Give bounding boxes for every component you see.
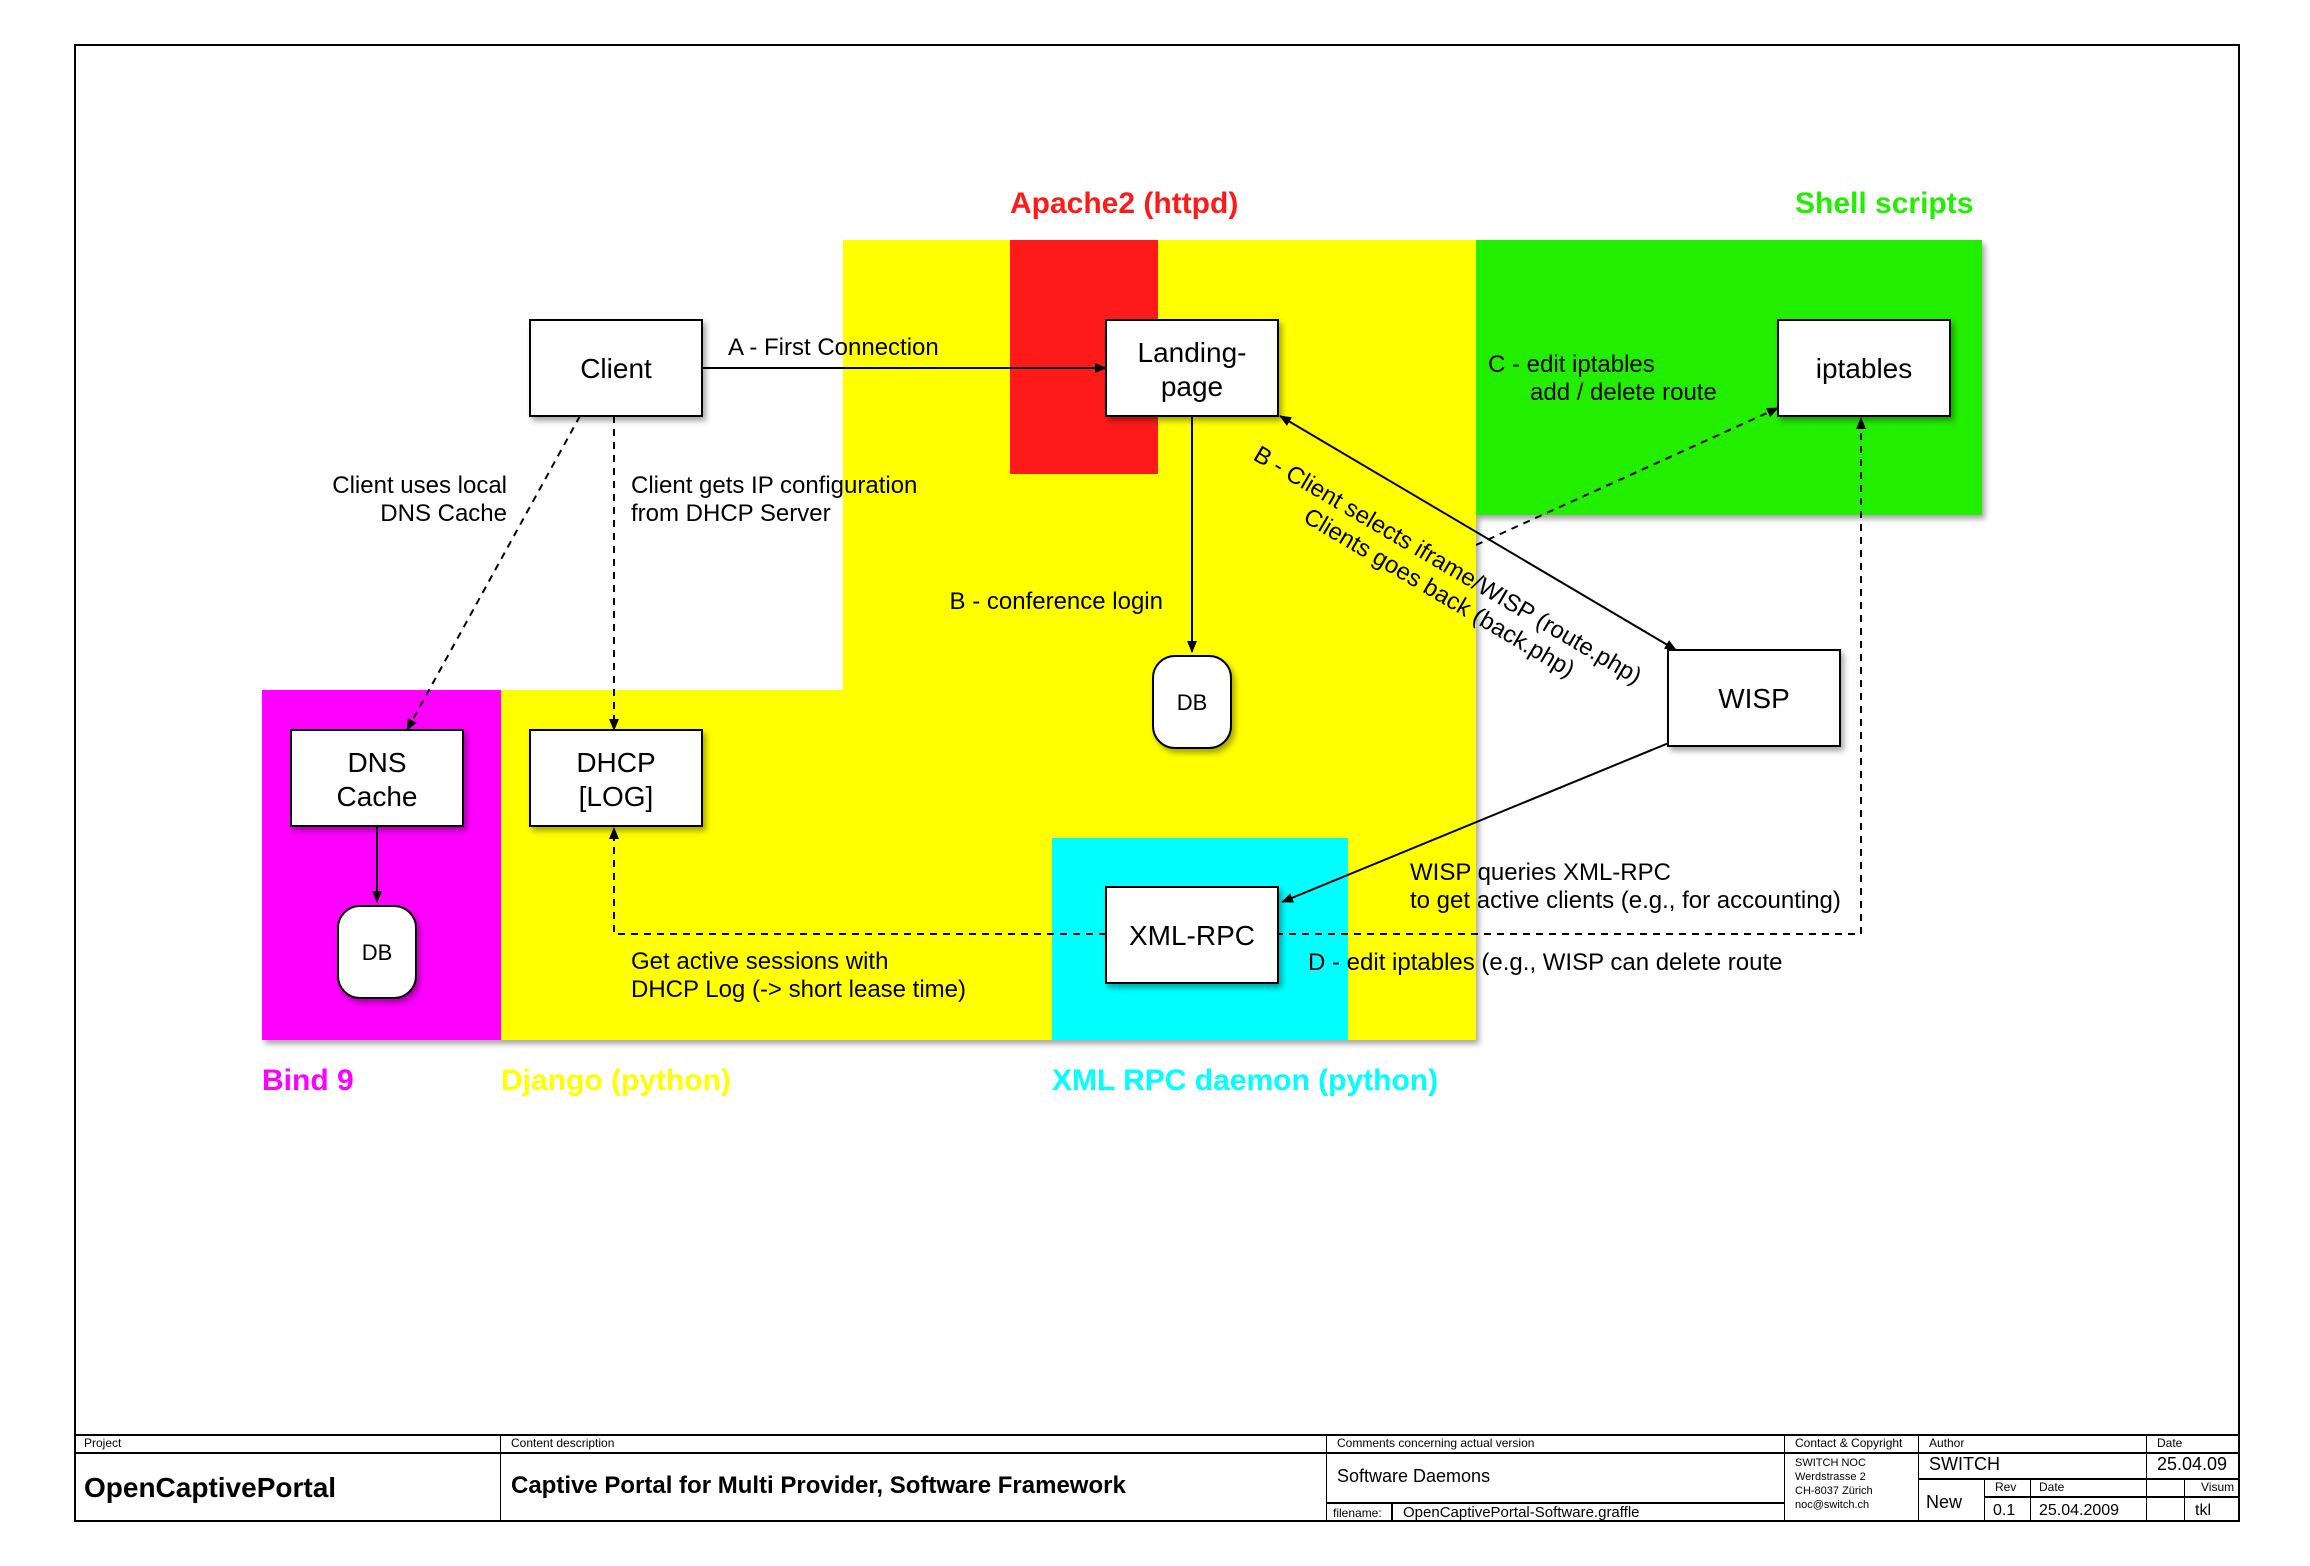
dns-cache-node [290, 729, 464, 827]
dhcp-label-2: [LOG] [579, 781, 654, 812]
rev-date-cell: Date 25.04.2009 [2030, 1478, 2184, 1522]
client-label: Client [580, 353, 652, 384]
contact-email: noc@switch.ch [1795, 1499, 1870, 1511]
dhcp-config-label-2: from DHCP Server [631, 500, 831, 527]
status-cell: New [1918, 1478, 1984, 1522]
first-connection-label: A - First Connection [728, 334, 939, 361]
rev-caption: Rev [1995, 1480, 2017, 1494]
bind-group-label: Bind 9 [262, 1064, 354, 1097]
rev-date-value: 25.04.2009 [2039, 1502, 2120, 1519]
rev-date-caption: Date [2039, 1480, 2065, 1494]
db-apache-label: DB [1177, 690, 1208, 715]
visum-caption: Visum [2201, 1480, 2235, 1494]
dns-label-1: DNS [347, 747, 406, 778]
edge-xmlrpc-dhcp [609, 827, 1106, 935]
contact-street: Werdstrasse 2 [1795, 1471, 1866, 1483]
xml-rpc-label: XML-RPC [1129, 920, 1255, 951]
dhcp-config-label-1: Client gets IP configuration [631, 472, 917, 499]
landing-page-node [1105, 319, 1279, 417]
author-value: SWITCH [1929, 1454, 2000, 1474]
dns-label-2: Cache [337, 781, 418, 812]
edit-iptables-c-label-1: C - edit iptables [1488, 351, 1655, 378]
xml-rpc-node [1105, 886, 1279, 984]
content-caption: Content description [511, 1436, 615, 1450]
local-dns-label-2: DNS Cache [380, 500, 507, 527]
active-sessions-label-1: Get active sessions with [631, 948, 888, 975]
edit-iptables-d-label: D - edit iptables (e.g., WISP can delete… [1308, 949, 1782, 976]
date-caption: Date [2157, 1436, 2183, 1450]
db-bind-label: DB [362, 940, 393, 965]
project-name: OpenCaptivePortal [84, 1472, 337, 1503]
apache-group-label: Apache2 (httpd) [1010, 187, 1238, 220]
contact-caption: Contact & Copyright [1795, 1436, 1903, 1450]
edit-iptables-c-label-2: add / delete route [1530, 379, 1717, 406]
contact-org: SWITCH NOC [1795, 1457, 1866, 1469]
visum-cell: Visum tkl [2184, 1478, 2240, 1522]
author-caption: Author [1929, 1436, 1965, 1450]
comments-caption: Comments concerning actual version [1337, 1436, 1535, 1450]
comments-value: Software Daemons [1337, 1466, 1491, 1486]
edge-client-wisp [1279, 415, 1677, 651]
landing-label-2: page [1161, 371, 1223, 402]
db-bind-node [337, 905, 417, 999]
conference-login-label: B - conference login [950, 588, 1163, 615]
filename-value: OpenCaptivePortal-Software.graffle [1403, 1504, 1640, 1521]
wisp-queries-label-2: to get active clients (e.g., for account… [1410, 887, 1841, 914]
wisp-label: WISP [1718, 683, 1790, 714]
title-block: Project OpenCaptivePortal Content descri… [74, 1434, 2240, 1522]
dhcp-label-1: DHCP [576, 747, 655, 778]
db-apache-node [1152, 655, 1232, 749]
xmlrpc-group-label: XML RPC daemon (python) [1052, 1064, 1438, 1097]
client-node [529, 319, 703, 417]
visum-value: tkl [2195, 1502, 2211, 1519]
local-dns-label-1: Client uses local [332, 472, 507, 499]
rev-value: 0.1 [1993, 1502, 2016, 1519]
wisp-node [1667, 649, 1841, 747]
filename-caption: filename: [1333, 1506, 1382, 1520]
date-value: 25.04.09 [2157, 1454, 2228, 1474]
edge-xmlrpc-iptables [1276, 417, 1866, 935]
rev-cell: Rev 0.1 [1984, 1478, 2030, 1522]
content-description: Captive Portal for Multi Provider, Softw… [511, 1472, 1126, 1499]
active-sessions-label-2: DHCP Log (-> short lease time) [631, 976, 966, 1003]
comments-cell: Comments concerning actual version Softw… [1326, 1434, 1785, 1522]
iptables-label: iptables [1816, 353, 1913, 384]
contact-cell: Contact & Copyright SWITCH NOC Werdstras… [1784, 1434, 1918, 1522]
edge-client-dns [406, 415, 581, 731]
status-value: New [1926, 1492, 1963, 1512]
dhcp-node [529, 729, 703, 827]
django-group-label: Django (python) [501, 1064, 731, 1097]
landing-label-1: Landing- [1138, 337, 1247, 368]
project-caption: Project [84, 1436, 122, 1450]
wisp-queries-label-1: WISP queries XML-RPC [1410, 859, 1671, 886]
iptables-node [1777, 319, 1951, 417]
project-cell: Project OpenCaptivePortal [74, 1434, 500, 1522]
shell-group-label: Shell scripts [1795, 187, 1973, 220]
drawing-frame [74, 44, 2240, 1522]
edge-wisp-xmlrpc [1281, 739, 1677, 903]
edge-wisp-iptables [1475, 407, 1779, 546]
content-cell: Content description Captive Portal for M… [500, 1434, 1326, 1522]
contact-city: CH-8037 Zürich [1795, 1485, 1873, 1497]
